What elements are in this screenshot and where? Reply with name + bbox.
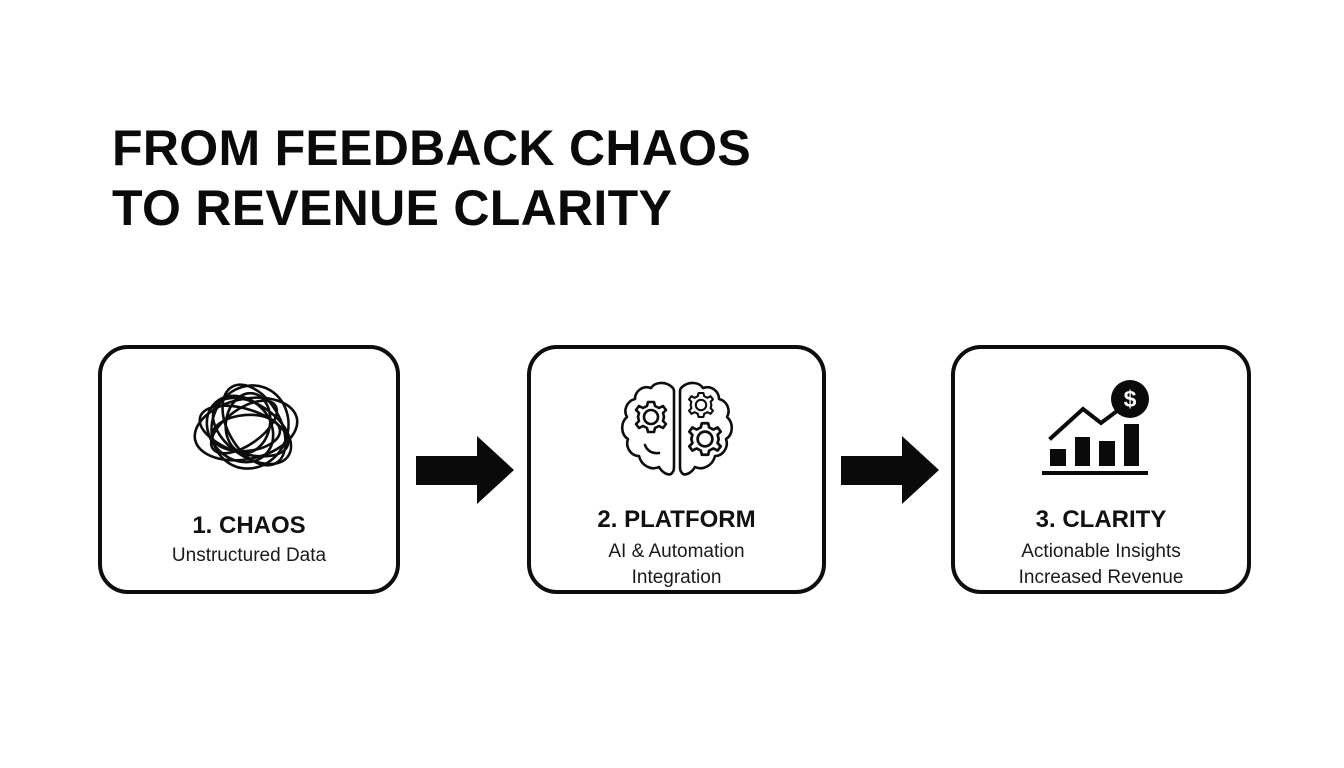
step-description-line: Integration <box>631 567 722 588</box>
tangled-scribble-icon <box>193 383 299 470</box>
bar <box>1124 424 1139 466</box>
step-description-line: Increased Revenue <box>1018 567 1184 588</box>
svg-text:$: $ <box>1124 386 1137 412</box>
title-line-2: TO REVENUE CLARITY <box>112 180 673 236</box>
bar <box>1050 449 1066 466</box>
page-title: FROM FEEDBACK CHAOS TO REVENUE CLARITY <box>112 118 751 238</box>
bar <box>1075 437 1090 466</box>
right-arrow-icon <box>841 436 939 504</box>
baseline <box>1042 471 1148 475</box>
step-card-chaos: 1. CHAOS Unstructured Data <box>98 345 400 594</box>
title-line-1: FROM FEEDBACK CHAOS <box>112 120 752 176</box>
step-label: 2. PLATFORM <box>597 506 756 533</box>
step-card-clarity: $ 3. CLARITY Actionable Insights Increas… <box>951 345 1251 594</box>
trend-line <box>1048 406 1120 441</box>
step-description: AI & Automation Integration <box>531 539 822 591</box>
step-description-line: AI & Automation <box>608 541 745 562</box>
revenue-growth-chart-icon: $ <box>1042 380 1149 475</box>
step-description-line: Unstructured Data <box>171 545 327 566</box>
step-label: 1. CHAOS <box>192 512 306 539</box>
bar <box>1099 441 1115 466</box>
right-arrow-icon <box>416 436 514 504</box>
step-description: Actionable Insights Increased Revenue <box>955 539 1247 591</box>
step-card-platform: 2. PLATFORM AI & Automation Integration <box>527 345 826 594</box>
step-label: 3. CLARITY <box>1035 506 1167 533</box>
brain-gears-icon <box>620 381 733 476</box>
dollar-coin-icon: $ <box>1111 380 1149 418</box>
step-description: Unstructured Data <box>102 543 396 569</box>
step-description-line: Actionable Insights <box>1021 541 1181 562</box>
